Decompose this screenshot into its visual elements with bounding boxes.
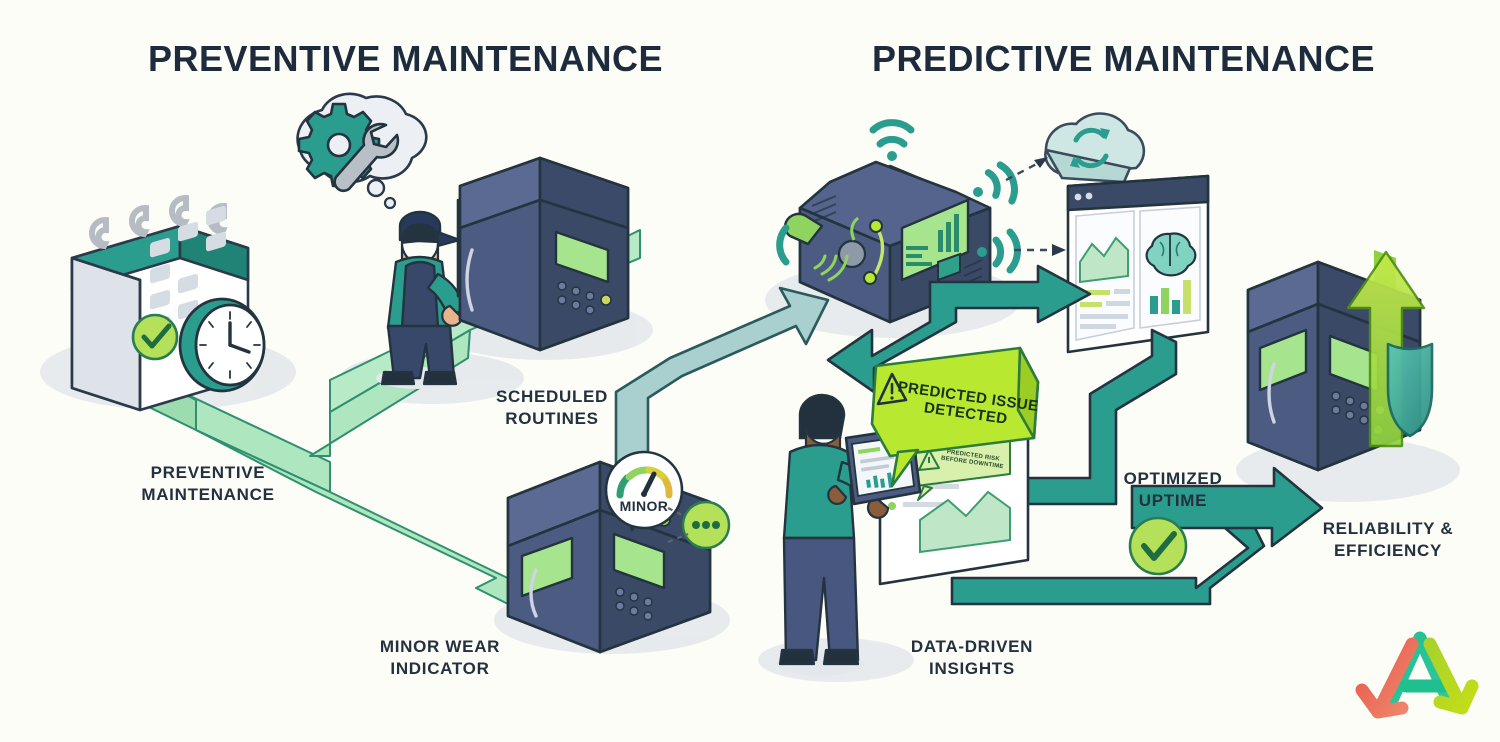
page-title-predictive: PREDICTIVE MAINTENANCE	[872, 38, 1376, 79]
label-scheduled-routines: SCHEDULED ROUTINES	[495, 387, 609, 429]
analytics-dashboard	[1066, 174, 1210, 354]
company-logo-icon	[1355, 631, 1479, 719]
wrench-icon	[333, 122, 400, 193]
shield-icon	[1386, 342, 1434, 438]
brain-icon	[1145, 232, 1197, 277]
dots-badge-icon	[667, 500, 731, 550]
technician-figure	[376, 210, 466, 389]
label-minor-wear-indicator: MINOR WEAR INDICATOR	[379, 637, 501, 679]
check-circle-icon	[1128, 516, 1188, 576]
label-reliability-efficiency: RELIABILITY & EFFICIENCY	[1322, 519, 1454, 561]
warning-icon	[876, 372, 908, 406]
predictive-loop-arrows	[826, 264, 1324, 606]
cloud-sync-icon	[1044, 112, 1146, 184]
gauge-icon	[604, 450, 684, 532]
transition-arrow	[614, 286, 830, 470]
gauge-label: MINOR	[619, 498, 669, 514]
label-optimized-uptime: OPTIMIZED UPTIME	[1123, 469, 1223, 511]
label-data-driven-insights: DATA-DRIVEN INSIGHTS	[910, 637, 1034, 679]
predicted-issue-callout	[870, 346, 1040, 488]
clock-icon	[178, 297, 266, 393]
machine-scheduled	[458, 156, 630, 352]
page-title-preventive: PREVENTIVE MAINTENANCE	[148, 38, 664, 79]
check-badge-icon	[131, 313, 179, 361]
analyst-figure	[776, 393, 890, 676]
label-preventive-maintenance: PREVENTIVE MAINTENANCE	[141, 463, 275, 505]
